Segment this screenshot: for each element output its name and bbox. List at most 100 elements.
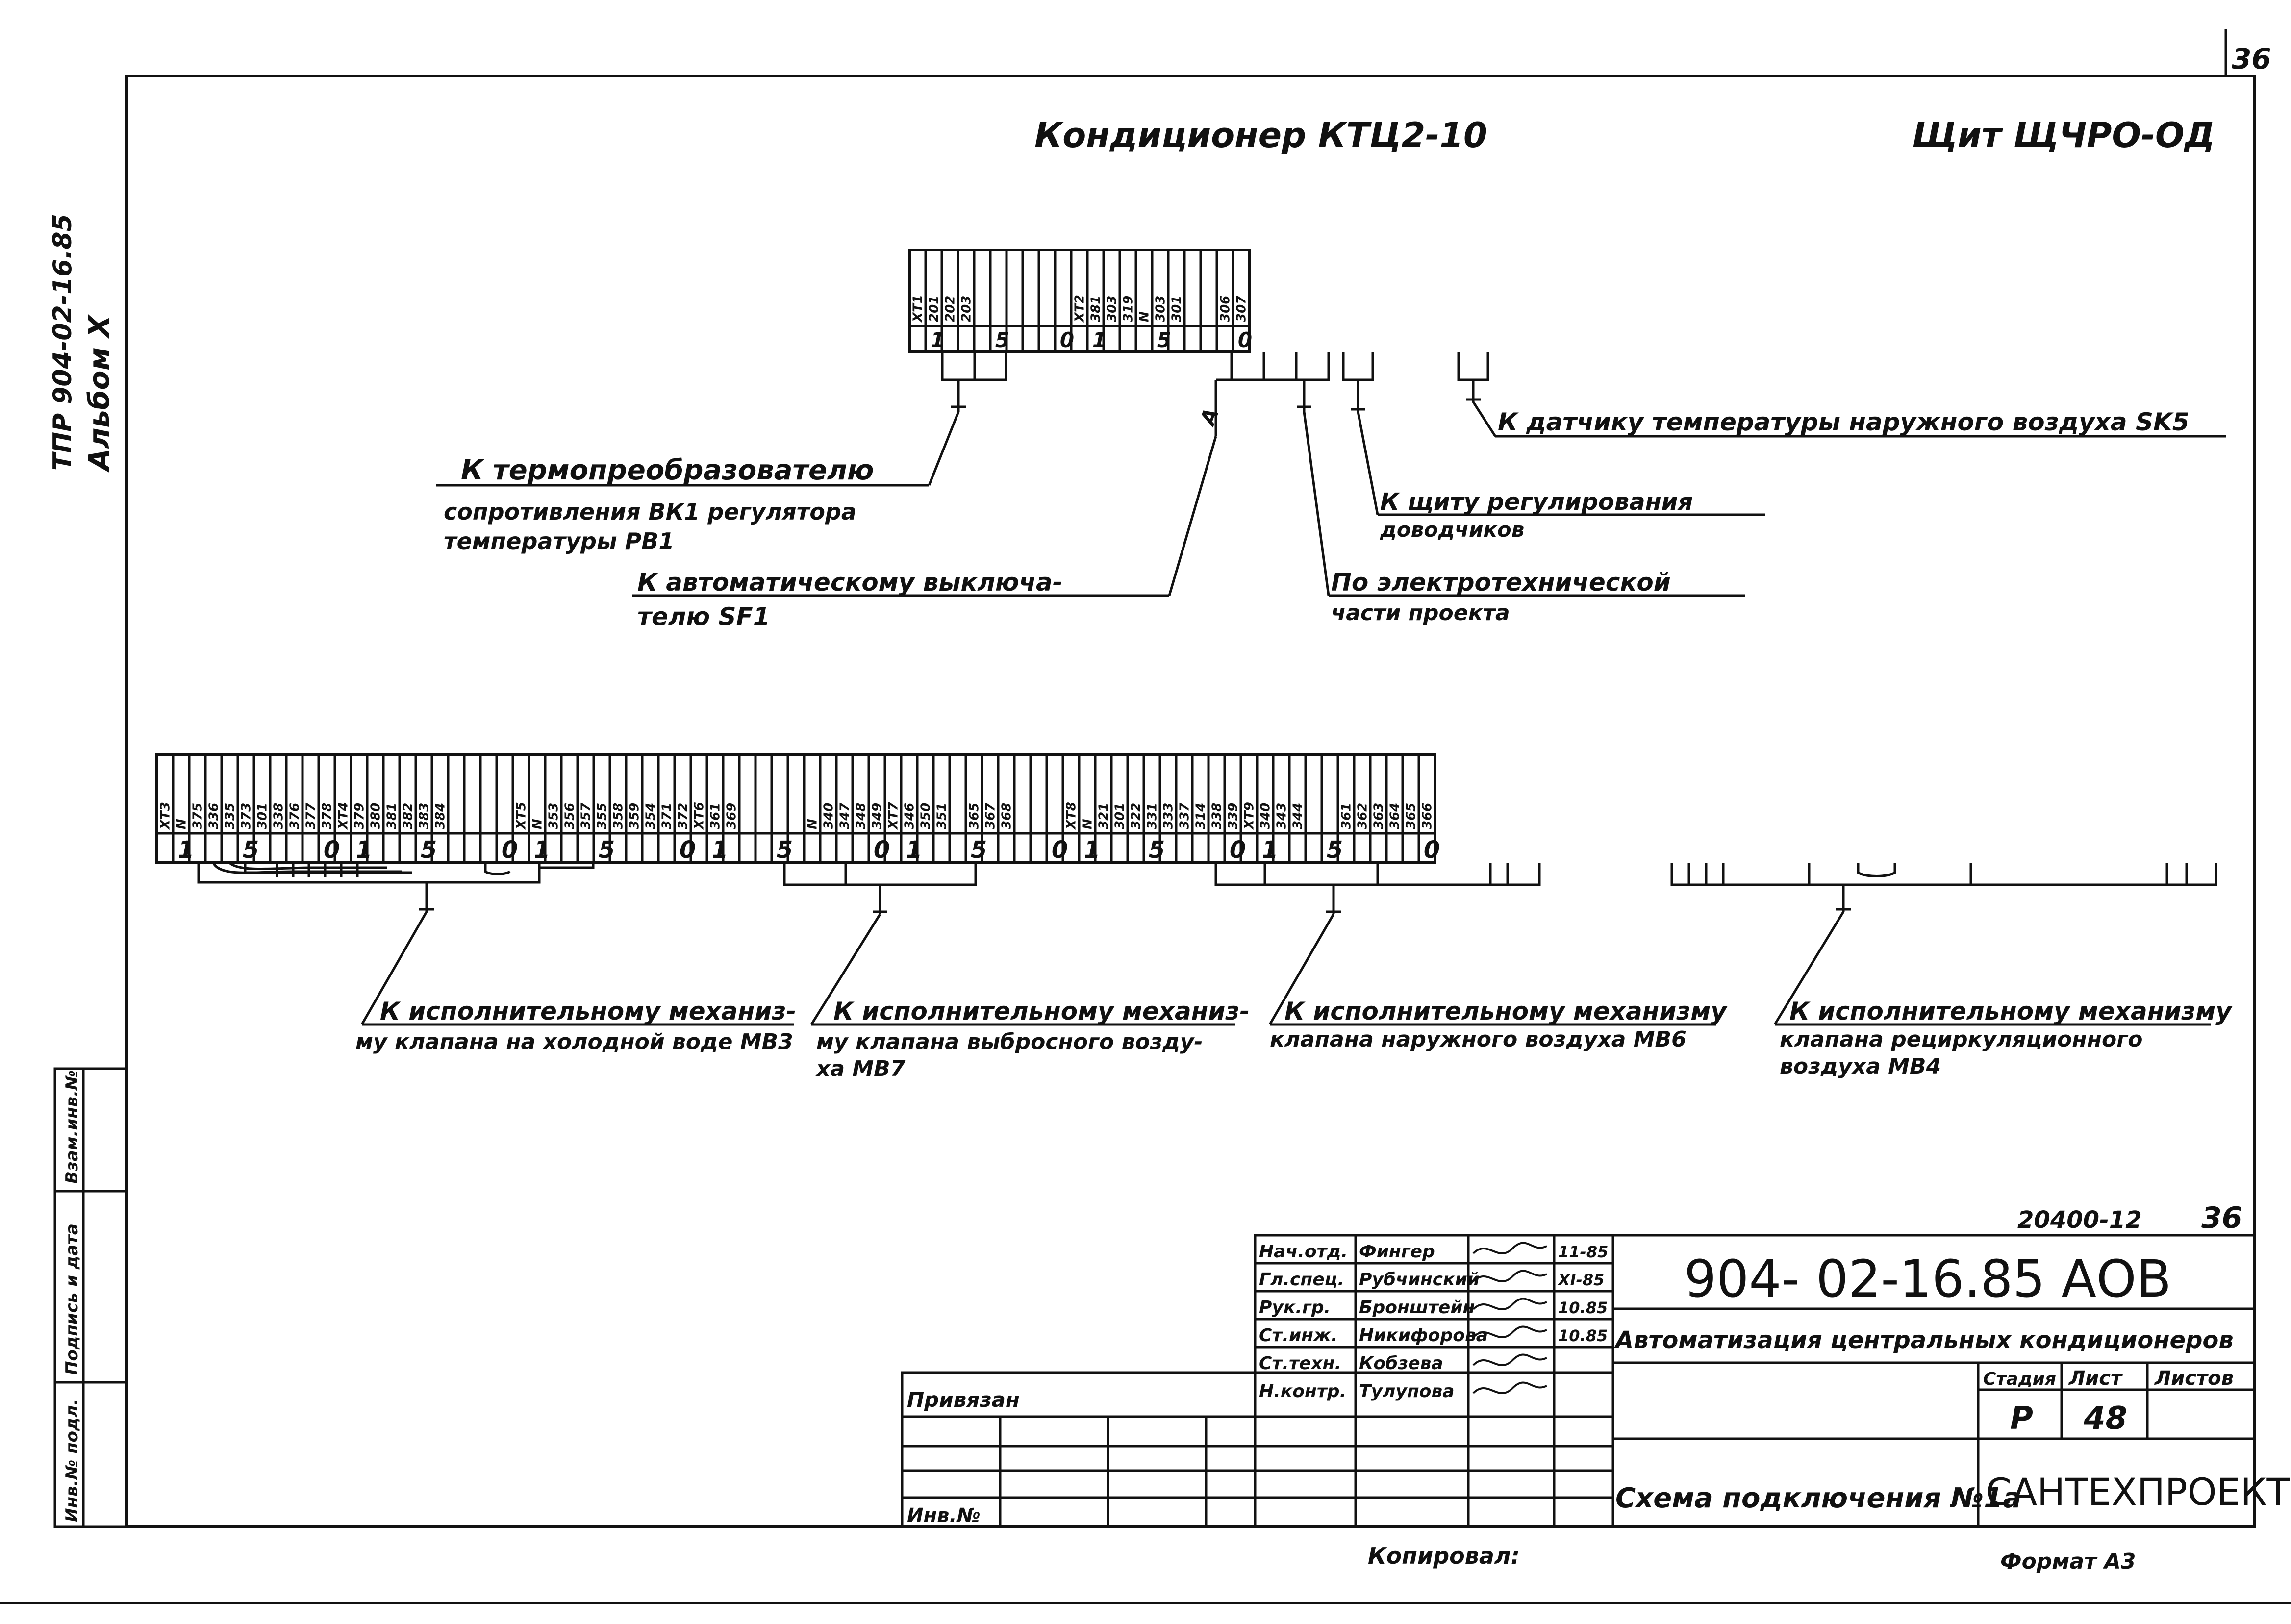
signature-role: Гл.спец.	[1259, 1270, 1344, 1290]
signature-role: Н.контр.	[1259, 1381, 1346, 1401]
order-number: 20400-12	[2017, 1206, 2142, 1234]
bottom-terminal-label: N	[175, 819, 189, 829]
scheme-title: Схема подключения №1а	[1615, 1482, 2021, 1514]
bottom-terminal-number: 1	[178, 836, 194, 864]
bottom-terminal-label: 346	[903, 803, 917, 829]
top-terminal-label: 307	[1234, 295, 1249, 322]
bottom-terminal-label: 358	[611, 803, 626, 829]
bottom-terminal-label: XT8	[1064, 802, 1079, 830]
sheet-format: Формат А3	[2000, 1549, 2136, 1574]
label-mv7-1: К исполнительному механиз-	[833, 997, 1250, 1025]
bottom-terminal-number: 0	[502, 836, 518, 864]
label-mv4-3: воздуха МВ4	[1780, 1054, 1941, 1079]
signature-role: Рук.гр.	[1259, 1298, 1331, 1318]
label-mv6-1: К исполнительному механизму	[1284, 997, 1728, 1025]
signature-name: Фингер	[1359, 1242, 1435, 1262]
sheet-header: Лист	[2068, 1367, 2123, 1390]
bottom-terminal-label: 301	[255, 803, 270, 829]
signature-scribble	[1472, 1270, 1547, 1282]
label-mv4-1: К исполнительному механизму	[1789, 997, 2233, 1025]
top-terminal-label: 201	[927, 296, 942, 322]
bottom-terminal-label: 359	[628, 803, 642, 829]
label-mv7-2: му клапана выбросного возду-	[816, 1029, 1203, 1054]
top-labels: К термопреобразователю сопротивления ВК1…	[444, 408, 2190, 631]
privyazan-label: Привязан	[907, 1388, 1020, 1412]
bottom-terminal-label: 382	[401, 803, 416, 829]
bottom-terminal-label: 340	[1259, 803, 1273, 829]
bottom-terminal-number: 0	[1230, 836, 1246, 864]
bottom-terminal-label: N	[530, 819, 545, 829]
bottom-terminal-number: 1	[906, 836, 922, 864]
bottom-terminal-label: 376	[288, 803, 302, 829]
top-terminal-label: 306	[1218, 296, 1233, 322]
bottom-terminal-number: 0	[680, 836, 696, 864]
bottom-terminal-label: N	[806, 819, 820, 829]
label-electro-2: части проекта	[1331, 600, 1510, 625]
bottom-terminal-label: 379	[352, 803, 367, 829]
signature-date: XI-85	[1557, 1271, 1604, 1289]
bottom-terminal-number: 5	[1149, 836, 1165, 864]
top-terminal-number: 0	[1238, 328, 1252, 352]
bottom-terminal-label: 369	[725, 803, 739, 829]
signature-name: Бронштейн	[1359, 1298, 1475, 1318]
bottom-terminal-label: 355	[595, 803, 610, 829]
bottom-terminal-number: 0	[1424, 836, 1440, 864]
label-thermo-3: температуры РВ1	[444, 528, 674, 554]
stage-header: Стадия	[1983, 1369, 2056, 1389]
bottom-terminal-label: 340	[822, 803, 836, 829]
label-mv7-3: ха МВ7	[815, 1056, 906, 1081]
bottom-terminal-label: 364	[1388, 803, 1403, 829]
left-box-replace-inv: Взам.инв.№	[62, 1070, 82, 1184]
bottom-terminal-label: 368	[1000, 803, 1014, 829]
bottom-terminal-label: 380	[369, 803, 383, 829]
bottom-terminal-label: 349	[870, 803, 885, 829]
signature-date: 10.85	[1558, 1326, 1608, 1345]
left-box-inv-original: Инв.№ подл.	[62, 1399, 82, 1522]
bottom-terminal-label: 362	[1356, 803, 1370, 829]
bottom-terminal-label: 331	[1145, 803, 1160, 829]
bottom-terminal-label: 365	[1404, 803, 1419, 829]
bottom-terminal-number: 5	[971, 836, 987, 864]
wire-mark-a: A	[1195, 405, 1223, 429]
top-terminal-label: 202	[943, 296, 958, 322]
bottom-terminal-number: 5	[243, 836, 259, 864]
top-terminal-label: N	[1137, 311, 1152, 322]
panel-title: Щит ЩЧРО-ОД	[1912, 115, 2215, 155]
bottom-terminal-label: 383	[417, 803, 432, 829]
bottom-terminal-label: 336	[207, 803, 222, 829]
label-breaker-1: К автоматическому выключа-	[637, 568, 1062, 597]
bottom-terminal-label: 377	[304, 802, 319, 829]
bottom-terminal-label: 375	[191, 803, 205, 829]
bottom-terminal-number: 1	[1262, 836, 1278, 864]
bottom-terminal-label: 343	[1275, 803, 1289, 829]
signature-scribble	[1472, 1325, 1547, 1338]
bottom-terminal-label: 367	[983, 802, 998, 829]
bottom-wiring	[197, 862, 2217, 1026]
bottom-terminal-label: 363	[1372, 803, 1386, 829]
label-mv3-2: му клапана на холодной воде МВ3	[355, 1029, 793, 1054]
copied-by: Копировал:	[1368, 1543, 1520, 1569]
inventory-number-label: Инв.№	[907, 1504, 981, 1527]
signature-name: Рубчинский	[1359, 1270, 1480, 1290]
label-breaker-2: телю SF1	[637, 602, 770, 631]
label-sensor: К датчику температуры наружного воздуха …	[1498, 408, 2190, 436]
bottom-terminal-number: 5	[777, 836, 793, 864]
document-code: 904- 02-16.85 АОВ	[1684, 1249, 2171, 1309]
top-wiring	[436, 352, 2226, 597]
bottom-terminal-label: XT6	[692, 802, 707, 830]
bottom-terminal-label: 353	[547, 803, 561, 829]
label-regulation-2: доводчиков	[1380, 518, 1524, 542]
signature-name: Никифорова	[1359, 1325, 1488, 1346]
signature-date: 11-85	[1558, 1243, 1608, 1261]
title-block	[901, 1234, 2254, 1528]
bottom-terminal-number: 1	[534, 836, 550, 864]
top-terminal-label: XT2	[1073, 295, 1087, 323]
signature-scribble	[1472, 1353, 1547, 1366]
label-mv6-2: клапана наружного воздуха МВ6	[1270, 1027, 1687, 1052]
bottom-labels: К исполнительному механиз- му клапана на…	[355, 997, 2233, 1081]
bottom-terminal-label: 366	[1420, 803, 1435, 829]
signature-date: 10.85	[1558, 1299, 1608, 1317]
left-stamp-box	[53, 1067, 128, 1528]
bottom-terminal-number: 1	[712, 836, 728, 864]
